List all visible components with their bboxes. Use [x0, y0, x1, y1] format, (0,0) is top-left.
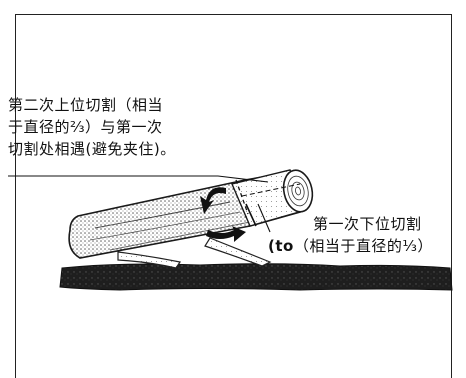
- branch-support: [117, 251, 181, 269]
- branch-support-right: [204, 237, 272, 267]
- upper-cut-text-line3: 切割处相遇(避免夹住)。: [8, 140, 176, 158]
- log-end-face: [282, 169, 314, 213]
- lower-cut-prefix: (to: [268, 237, 294, 255]
- lower-cut-line: [245, 203, 257, 227]
- figure-frame: [15, 14, 452, 378]
- upper-cut-text-line1: 第二次上位切割（相当: [8, 96, 164, 114]
- lower-leader-line: [257, 203, 271, 233]
- upper-cut-line: [235, 179, 249, 215]
- bark-line: [94, 201, 231, 229]
- upward-arrow: [206, 226, 246, 242]
- lower-cut-text-line1: 第一次下位切割: [313, 215, 422, 233]
- bark-line: [89, 211, 241, 241]
- tree-rings: [287, 175, 309, 207]
- downward-arrow: [200, 187, 226, 214]
- upper-cut-text-line2: 于直径的⅔）与第一次: [8, 118, 163, 136]
- lower-cut-ratio: （相当于直径的⅓）: [293, 237, 433, 255]
- upper-leader-line: [8, 175, 269, 183]
- lower-cut-text-line2: (to（相当于直径的⅓）: [268, 235, 433, 257]
- cut-meeting-line: [241, 183, 301, 197]
- upper-cut-annotation: 第二次上位切割（相当 于直径的⅔）与第一次 切割处相遇(避免夹住)。: [8, 94, 176, 160]
- ground: [59, 263, 453, 291]
- bark-line: [109, 221, 251, 251]
- lower-cut-annotation: 第一次下位切割 (to（相当于直径的⅓）: [268, 213, 433, 257]
